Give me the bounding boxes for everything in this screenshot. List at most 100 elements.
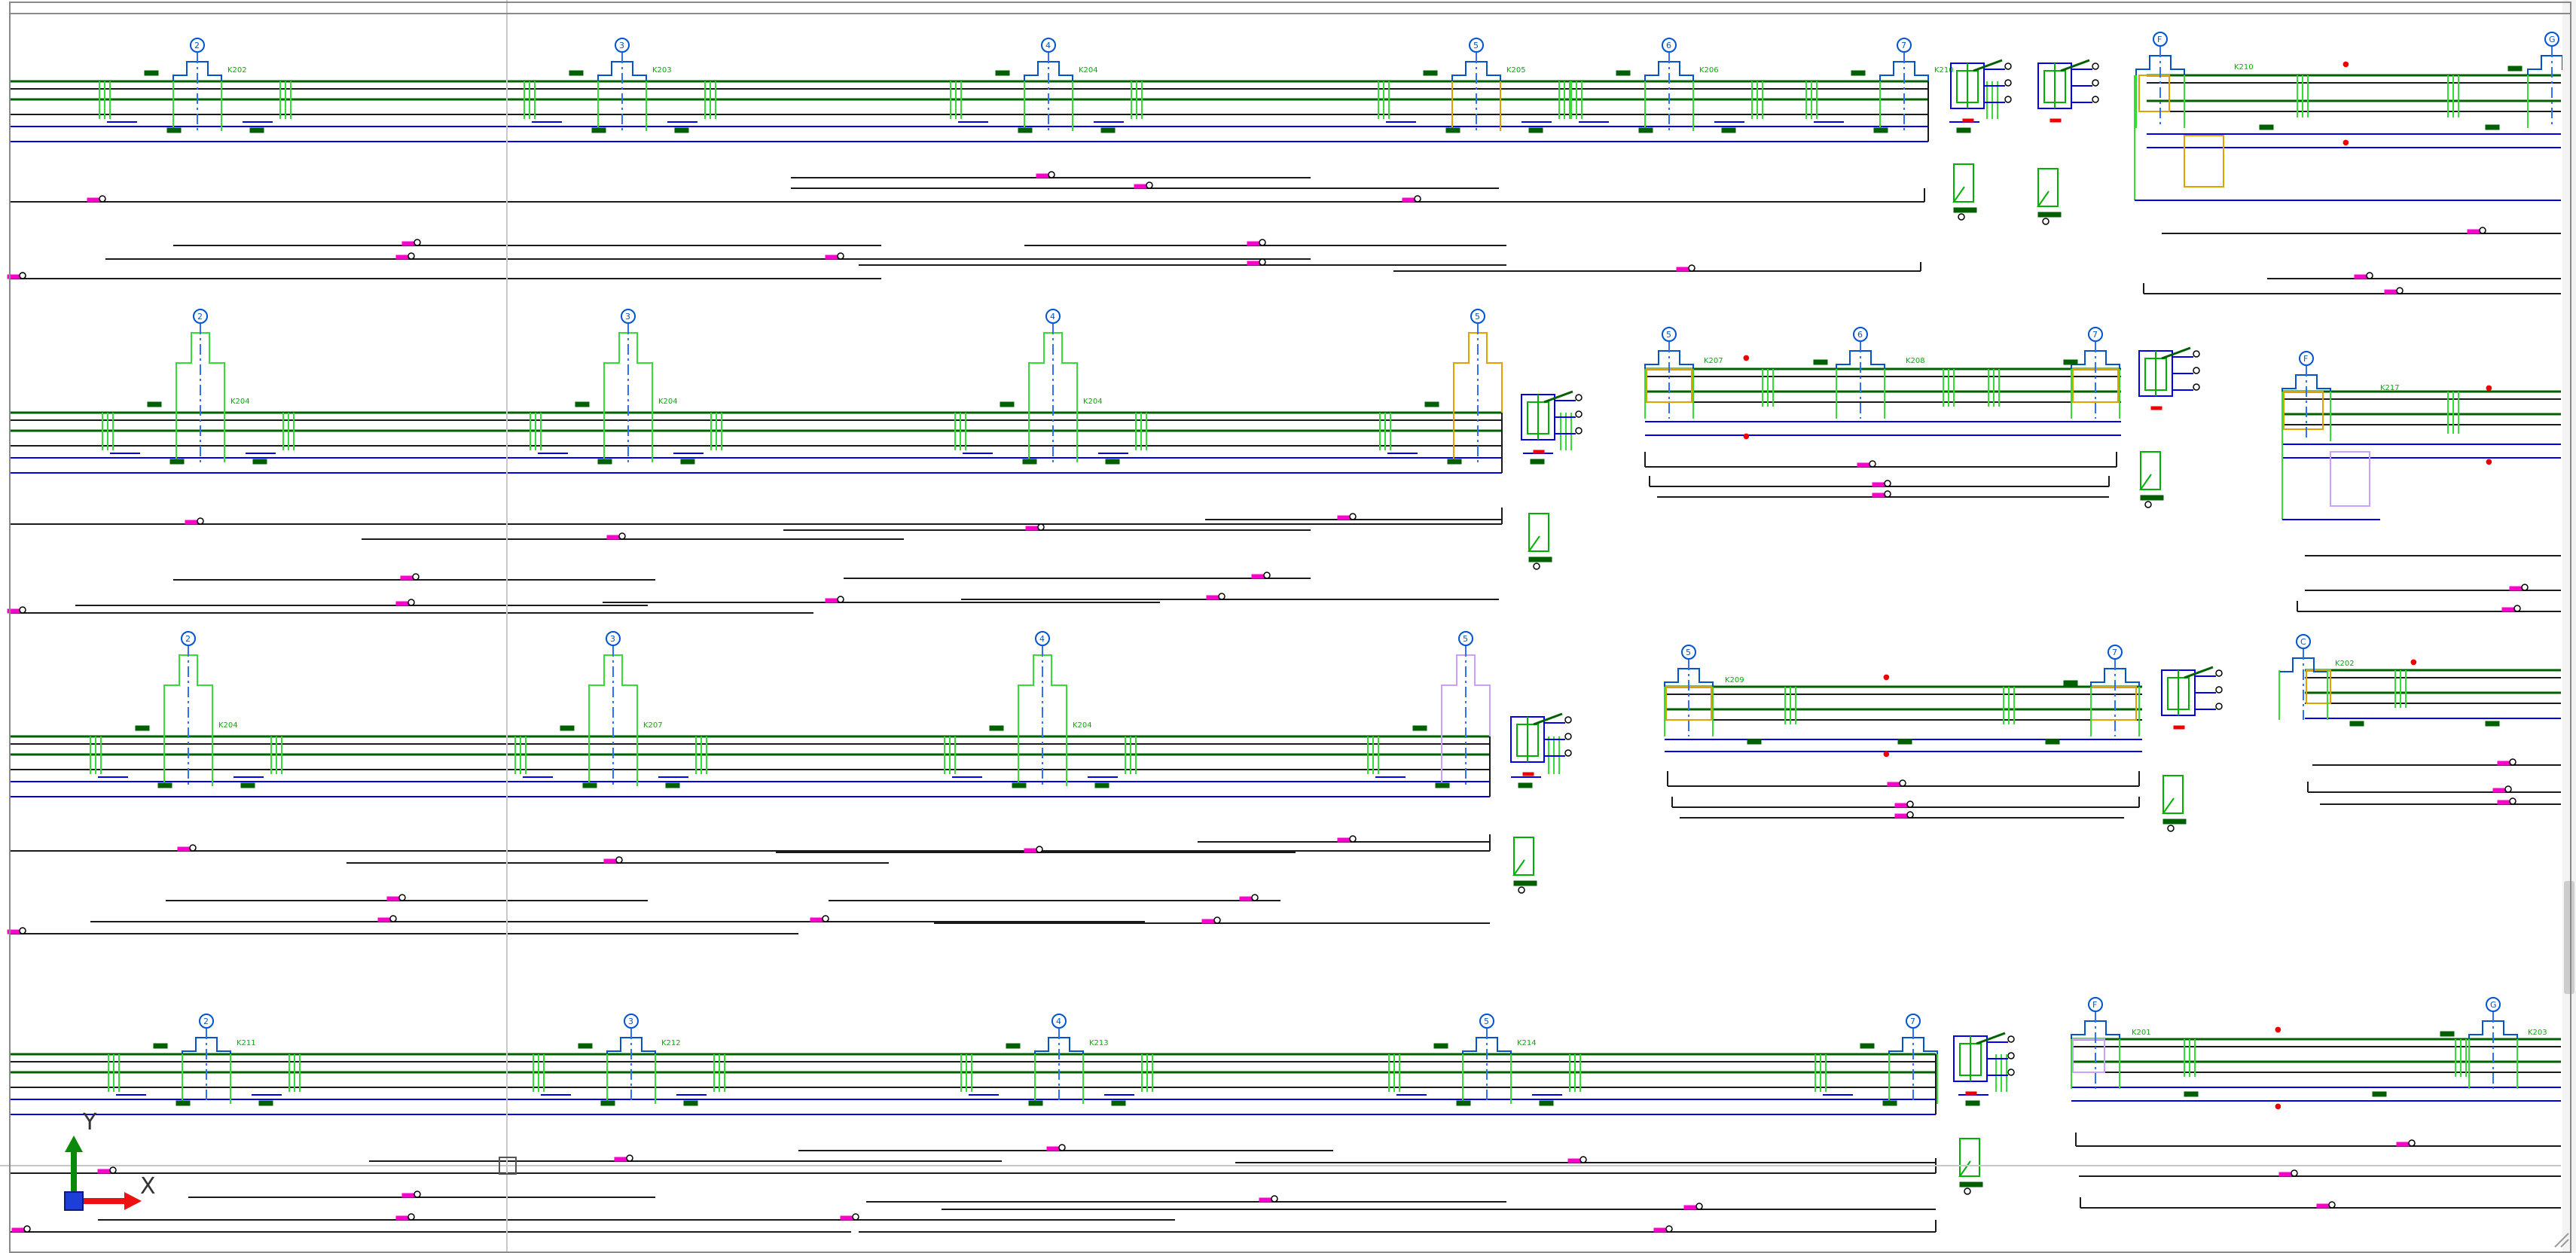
axis-bubble-label: 5: [1473, 41, 1479, 50]
rebar-mark: [1956, 127, 1971, 133]
rebar-mark: [1530, 459, 1545, 465]
rebar-mark: [1721, 127, 1736, 133]
rebar-mark: [989, 725, 1004, 731]
red-marker: ●: [2343, 139, 2349, 147]
column-section: 2: [172, 38, 222, 131]
rebar-detail-line: [1649, 476, 2110, 487]
rebar-mark: [1012, 782, 1027, 788]
beam-label: K217: [2380, 384, 2400, 392]
stirrup-zone: [1751, 81, 1763, 119]
rebar-mark: [240, 782, 255, 788]
axis-bubble-label: 5: [1686, 648, 1691, 657]
rebar-detail-line: [2080, 1197, 2561, 1209]
beam-label: K213: [1089, 1039, 1109, 1047]
rebar-mark: [258, 1100, 273, 1106]
beam-section-detail: [2161, 666, 2223, 730]
rebar-detail-line: [859, 1220, 1937, 1233]
beam-section-detail: [2037, 59, 2099, 123]
rebar-mark: [169, 459, 185, 465]
rebar-tag: [1872, 482, 1885, 487]
rebar-tag: [1206, 595, 1219, 600]
rebar-tag: [1676, 267, 1689, 272]
rebar-mark: [249, 127, 264, 133]
rebar-mark: [665, 782, 680, 788]
axis-bubble: 3: [606, 631, 621, 646]
rebar-tag: [2278, 1172, 2292, 1177]
axis-bubble-label: 4: [1050, 312, 1055, 322]
rebar-detail-line: [90, 915, 633, 922]
column-section: 5: [1451, 38, 1501, 131]
axis-bubble: 5: [1469, 38, 1484, 53]
rebar-mark: [1456, 1100, 1471, 1106]
rebar-mark: [680, 459, 695, 465]
stirrup-shape: [2162, 775, 2187, 832]
axis-bubble-label: 6: [1857, 330, 1863, 340]
rebar-mark: [1412, 725, 1427, 731]
stirrup-zone: [704, 81, 716, 119]
rebar-mark: [1424, 401, 1439, 407]
stirrup-zone: [2297, 75, 2309, 117]
rebar-detail-line: [934, 916, 1490, 924]
beam-label: K211: [237, 1039, 256, 1047]
rebar-tag: [2316, 1203, 2330, 1209]
axis-bubble: 6: [1853, 327, 1868, 342]
rebar-mark: [2063, 359, 2078, 365]
rebar-tag: [2501, 607, 2515, 612]
axis-bubble-label: F: [2092, 1000, 2097, 1010]
axis-bubble: 7: [2088, 327, 2103, 342]
stirrup-shape: [2037, 168, 2062, 225]
section-mark: [1533, 450, 1545, 454]
rebar-detail-line: [11, 1225, 851, 1233]
axis-bubble-label: 7: [2112, 648, 2117, 657]
rebar-tag: [2509, 586, 2523, 591]
rebar-detail-line: [1667, 771, 2140, 787]
rebar-detail-line: [844, 572, 1311, 579]
axis-bubble-label: 4: [1039, 634, 1045, 644]
beam-label: K214: [1517, 1039, 1537, 1047]
beam-section-detail: [1510, 712, 1572, 776]
rebar-mark: [1638, 127, 1653, 133]
stirrup-zone: [710, 413, 722, 450]
rebar-mark: [1022, 459, 1037, 465]
rebar-tag: [1046, 1146, 1060, 1151]
stirrup-zone: [1569, 1054, 1581, 1092]
beam-label: K209: [1725, 676, 1744, 684]
rebar-tag: [825, 255, 838, 260]
pickbox-cursor-icon: [499, 1157, 517, 1175]
rebar-mark: [569, 70, 584, 76]
rebar-mark: [578, 1043, 593, 1049]
stirrup-zone: [514, 736, 526, 774]
rebar-detail-line: [791, 181, 1499, 189]
rebar-detail-line: [2307, 782, 2561, 793]
rebar-mark: [2485, 124, 2500, 130]
rebar-tag: [1872, 492, 1885, 498]
rebar-tag: [1259, 1197, 1272, 1203]
beam-label: K212: [661, 1039, 681, 1047]
axis-bubble: 4: [1045, 309, 1061, 324]
rebar-mark: [1111, 1100, 1126, 1106]
stirrup-zone: [270, 736, 282, 774]
resize-grip-icon[interactable]: [2554, 1233, 2569, 1248]
rebar-detail-line: [1235, 1156, 1936, 1163]
rebar-detail-line: [7, 272, 881, 279]
axis-bubble-label: G: [2549, 35, 2556, 44]
column-section: 5: [1644, 327, 1694, 419]
rebar-tag: [1567, 1158, 1581, 1163]
rebar-mark: [600, 1100, 615, 1106]
beam-section-detail: [1521, 390, 1583, 454]
rebar-tag: [87, 197, 100, 203]
axis-bubble-label: 3: [628, 1017, 633, 1026]
rebar-detail-line: [166, 894, 648, 901]
axis-bubble: 2: [193, 309, 208, 324]
beam-label: K201: [2132, 1029, 2151, 1037]
stirrup-shape: [1952, 163, 1977, 221]
vertical-scrollbar[interactable]: [2562, 0, 2576, 1253]
rebar-mark: [1100, 127, 1116, 133]
stirrup-zone: [523, 81, 536, 119]
rebar-detail-line: [346, 856, 889, 864]
rebar-tag: [1653, 1227, 1667, 1233]
rebar-tag: [395, 255, 409, 260]
